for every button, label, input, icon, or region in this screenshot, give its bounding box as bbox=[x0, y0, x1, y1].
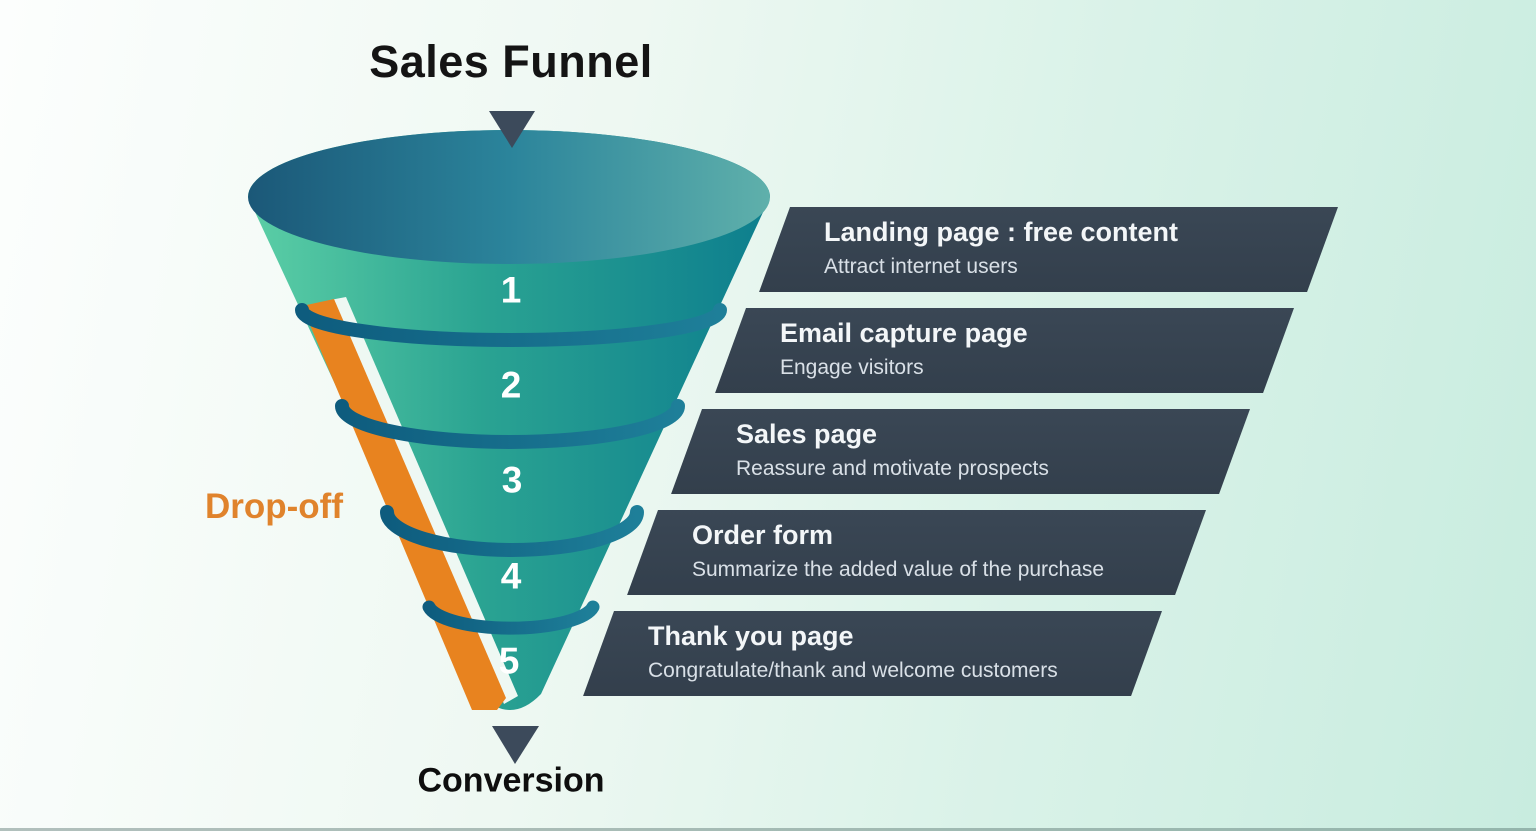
stage-number-4: 4 bbox=[500, 555, 522, 597]
stage-card-subtitle: Engage visitors bbox=[780, 355, 924, 379]
funnel-ring-1 bbox=[295, 303, 727, 347]
stage-card-3: Sales page Reassure and motivate prospec… bbox=[671, 409, 1250, 494]
drop-off-label: Drop-off bbox=[204, 487, 344, 526]
stage-number-3: 3 bbox=[501, 459, 523, 501]
funnel-ring-2 bbox=[335, 399, 685, 449]
bottom-edge-line bbox=[0, 828, 1536, 831]
stage-card-title: Landing page : free content bbox=[824, 217, 1179, 247]
stage-card-2: Email capture page Engage visitors bbox=[715, 308, 1294, 393]
conversion-arrow-icon bbox=[492, 726, 539, 764]
funnel-cone bbox=[248, 130, 770, 710]
stage-number-5: 5 bbox=[498, 640, 520, 682]
stage-card-title: Sales page bbox=[736, 419, 878, 449]
stage-card-4-content: Order form Summarize the added value of … bbox=[658, 510, 1206, 595]
stage-card-subtitle: Reassure and motivate prospects bbox=[736, 456, 1049, 480]
stage-card-title: Email capture page bbox=[780, 318, 1028, 348]
stage-card-title: Thank you page bbox=[648, 621, 854, 651]
funnel-input-arrow-icon bbox=[489, 111, 535, 148]
stage-number-2: 2 bbox=[500, 364, 522, 406]
funnel-ring-3 bbox=[380, 505, 644, 557]
stage-card-4: Order form Summarize the added value of … bbox=[627, 510, 1206, 595]
stage-card-subtitle: Congratulate/thank and welcome customers bbox=[648, 658, 1058, 682]
stage-card-2-content: Email capture page Engage visitors bbox=[746, 308, 1294, 393]
drop-off-stripe bbox=[302, 299, 506, 710]
stage-card-title: Order form bbox=[692, 520, 834, 550]
funnel-top-rim bbox=[248, 130, 770, 264]
page-title: Sales Funnel bbox=[369, 36, 653, 87]
funnel-ring-4 bbox=[422, 600, 600, 635]
stage-card-1: Landing page : free content Attract inte… bbox=[759, 207, 1338, 292]
conversion-label: Conversion bbox=[417, 761, 605, 800]
stage-number-1: 1 bbox=[500, 269, 522, 311]
stage-card-5: Thank you page Congratulate/thank and we… bbox=[583, 611, 1162, 696]
stage-card-1-content: Landing page : free content Attract inte… bbox=[790, 207, 1338, 292]
stage-card-subtitle: Summarize the added value of the purchas… bbox=[692, 557, 1105, 581]
stage-card-3-content: Sales page Reassure and motivate prospec… bbox=[702, 409, 1250, 494]
stage-card-subtitle: Attract internet users bbox=[824, 254, 1018, 278]
stage-card-5-content: Thank you page Congratulate/thank and we… bbox=[614, 611, 1162, 696]
